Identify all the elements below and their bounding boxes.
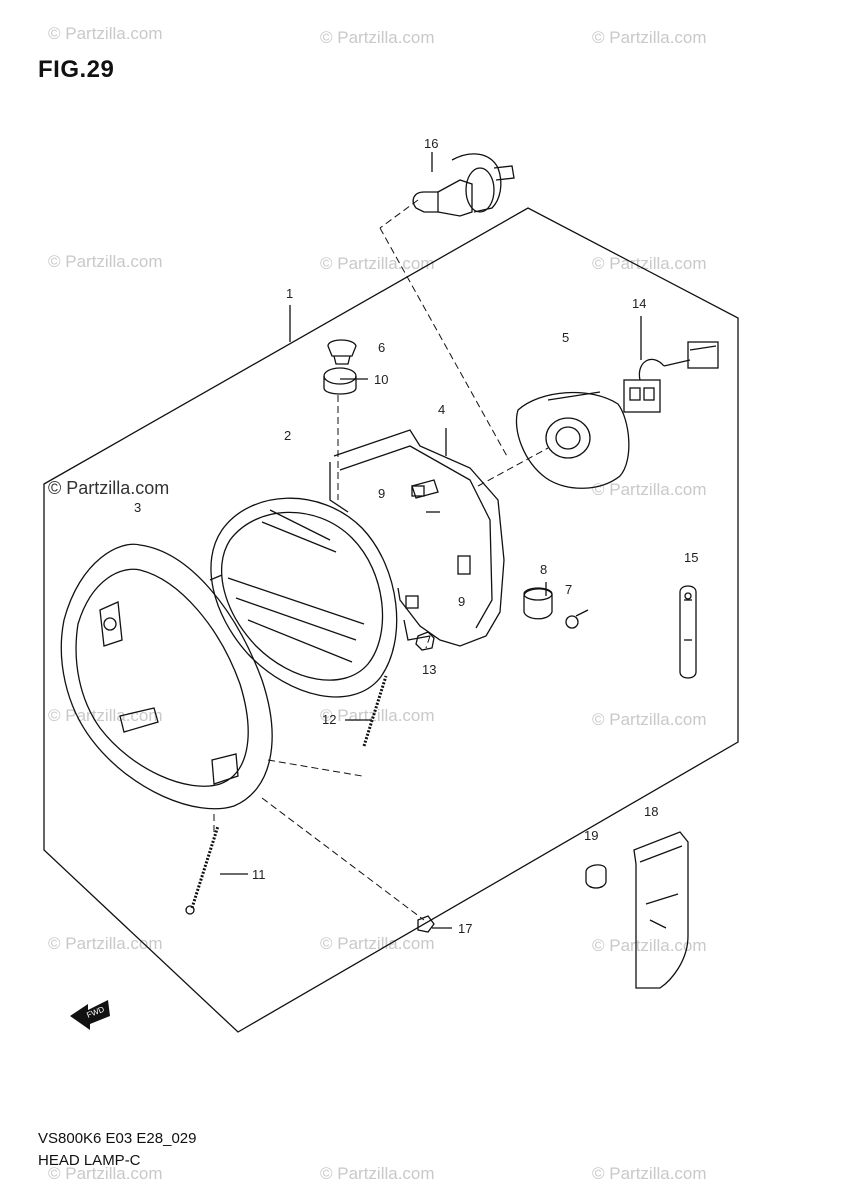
- callout-12: 12: [322, 712, 336, 727]
- callout-9: 9: [378, 486, 385, 501]
- bulb-part: [412, 153, 515, 217]
- connector-part: [623, 341, 719, 413]
- watermark: © Partzilla.com: [592, 936, 707, 955]
- grommet-part: [323, 339, 357, 395]
- watermark: © Partzilla.com: [592, 254, 707, 273]
- callout-1: 1: [286, 286, 293, 301]
- callout-7: 7: [565, 582, 572, 597]
- screw-part: [417, 915, 435, 933]
- spring-part: [185, 675, 388, 915]
- diagram-name: HEAD LAMP-C: [38, 1152, 141, 1169]
- watermark: © Partzilla.com: [48, 1164, 163, 1183]
- watermark: © Partzilla.com: [48, 934, 163, 953]
- callout-13: 13: [422, 662, 436, 677]
- callout-4: 4: [438, 402, 445, 417]
- watermark: © Partzilla.com: [48, 706, 163, 725]
- callout-3: 3: [134, 500, 141, 515]
- callout-9: 9: [458, 594, 465, 609]
- callout-8: 8: [540, 562, 547, 577]
- socket-cover-part: [515, 391, 630, 489]
- headlamp-rim-part: [60, 543, 273, 810]
- watermark: © Partzilla.com: [320, 254, 435, 273]
- watermark: © Partzilla.com: [48, 252, 163, 271]
- callout-16: 16: [424, 136, 438, 151]
- clip-part: [411, 485, 425, 497]
- watermark: © Partzilla.com: [320, 934, 435, 953]
- figure-title: FIG.29: [38, 56, 115, 83]
- assembly-outline: [43, 207, 739, 1033]
- front-arrow-icon: FWD: [70, 1000, 110, 1030]
- watermark: © Partzilla.com: [48, 24, 163, 43]
- watermark: © Partzilla.com: [592, 1164, 707, 1183]
- damper-part: [523, 587, 553, 620]
- callout-14: 14: [632, 296, 646, 311]
- callout-15: 15: [684, 550, 698, 565]
- nut-part: [585, 864, 607, 889]
- watermark: © Partzilla.com: [592, 710, 707, 729]
- diagram-code: VS800K6 E03 E28_029: [38, 1130, 197, 1147]
- bolt-part: [565, 609, 589, 629]
- callout-11: 11: [252, 867, 266, 882]
- nut-part: [415, 631, 435, 651]
- watermark-strong: © Partzilla.com: [48, 478, 170, 498]
- watermark: © Partzilla.com: [592, 480, 707, 499]
- callout-17: 17: [458, 921, 472, 936]
- watermark: © Partzilla.com: [320, 1164, 435, 1183]
- headlamp-unit-part: [209, 497, 398, 698]
- reflector-part: [633, 831, 689, 989]
- watermark: © Partzilla.com: [320, 28, 435, 47]
- callout-6: 6: [378, 340, 385, 355]
- headlamp-housing-part: [329, 429, 505, 647]
- callout-18: 18: [644, 804, 658, 819]
- callout-2: 2: [284, 428, 291, 443]
- callout-10: 10: [374, 372, 388, 387]
- callout-5: 5: [562, 330, 569, 345]
- callout-19: 19: [584, 828, 598, 843]
- clamp-part: [679, 585, 697, 679]
- watermark: © Partzilla.com: [592, 28, 707, 47]
